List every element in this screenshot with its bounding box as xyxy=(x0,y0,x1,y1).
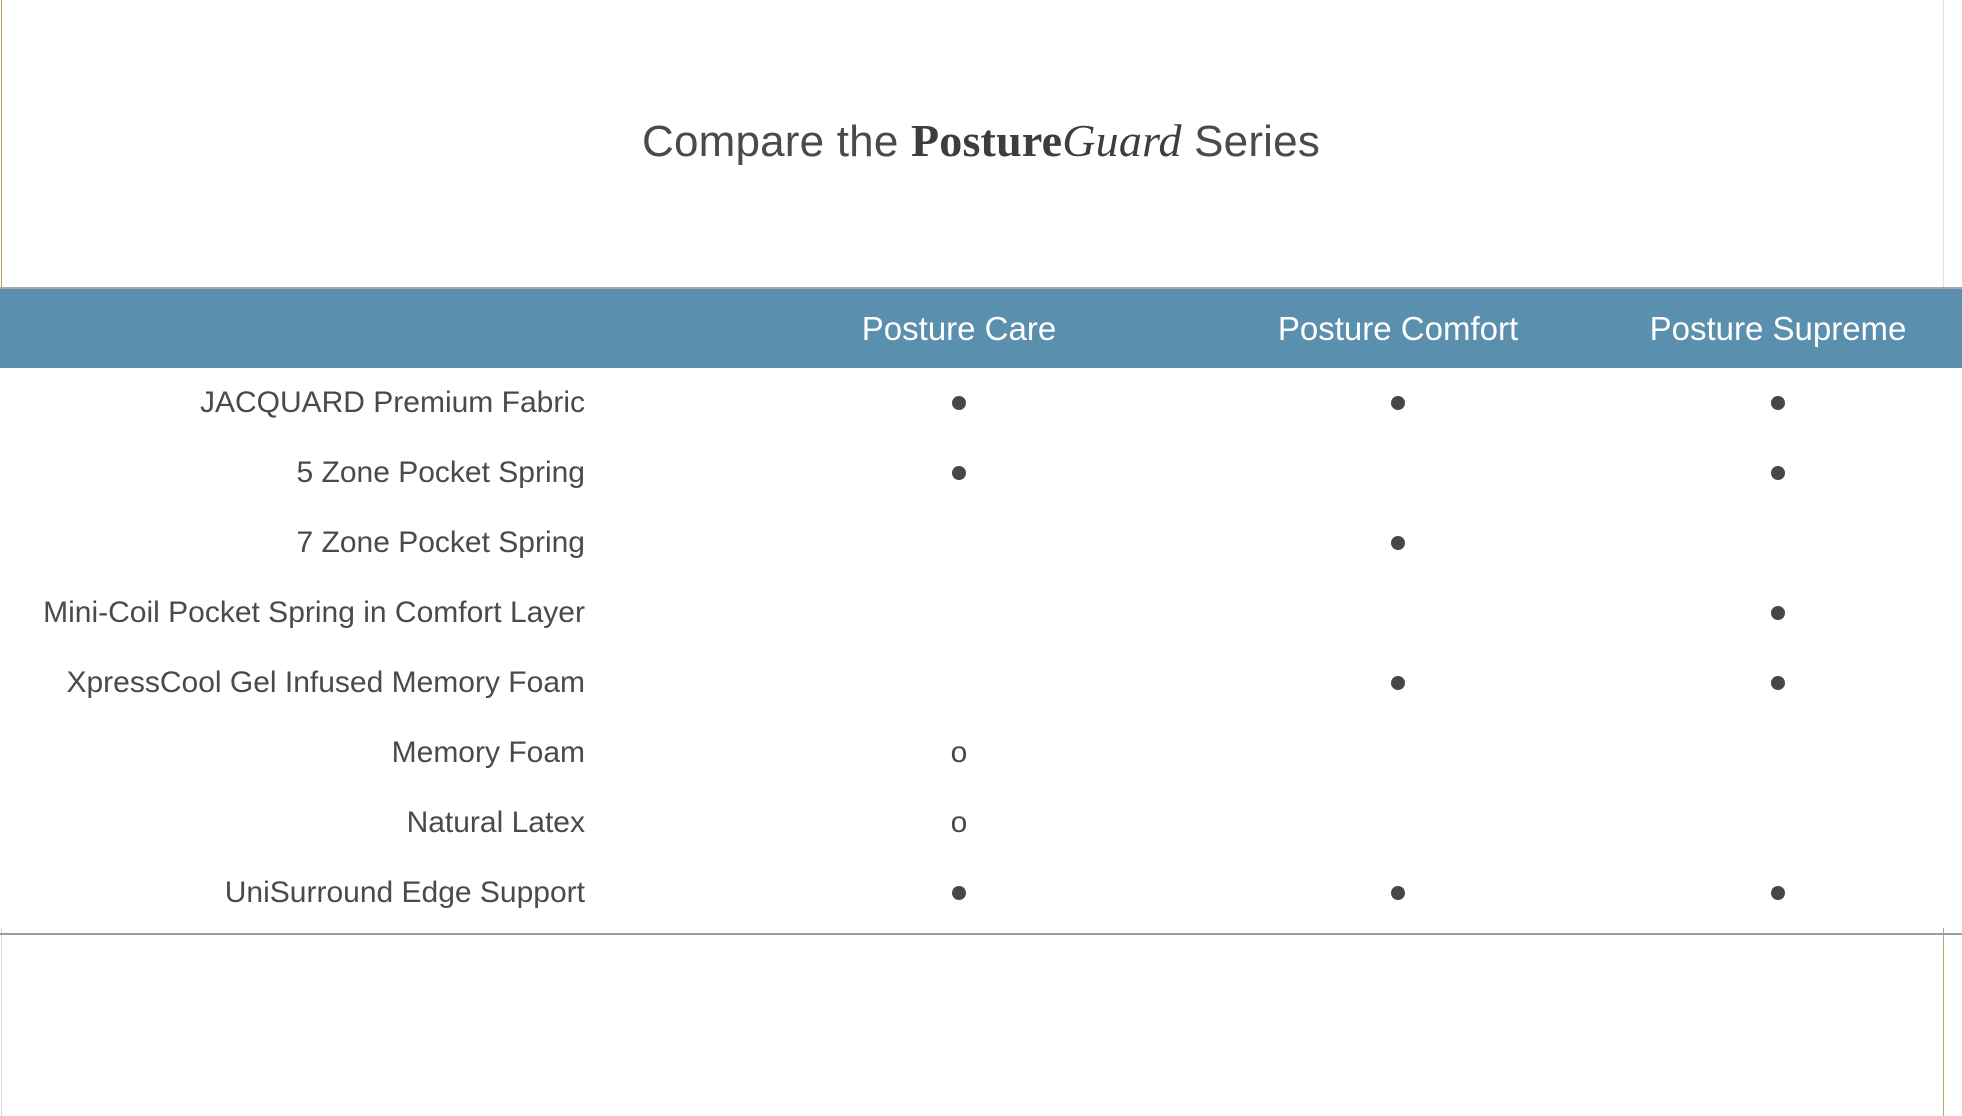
feature-not-available-cell xyxy=(1594,744,1962,762)
filled-dot-icon xyxy=(1771,465,1785,480)
table-row: Mini-Coil Pocket Spring in Comfort Layer xyxy=(0,578,1962,648)
page-edge-accent-right-bottom xyxy=(1943,931,1944,1116)
table-row: 7 Zone Pocket Spring xyxy=(0,508,1962,578)
feature-included-dot-icon xyxy=(716,885,1202,901)
filled-dot-icon xyxy=(1771,605,1785,620)
table-row: JACQUARD Premium Fabric xyxy=(0,368,1962,438)
feature-included-dot-icon xyxy=(1202,535,1594,551)
feature-included-dot-icon xyxy=(1202,395,1594,411)
comparison-table: Posture Care Posture Comfort Posture Sup… xyxy=(0,287,1962,935)
header-cell-posture-comfort[interactable]: Posture Comfort xyxy=(1277,310,1519,347)
feature-included-dot-icon xyxy=(1202,885,1594,901)
feature-included-dot-icon xyxy=(1594,885,1962,901)
table-row: 5 Zone Pocket Spring xyxy=(0,438,1962,508)
feature-not-available-cell xyxy=(716,674,1202,692)
feature-included-dot-icon xyxy=(716,465,1202,481)
feature-label: Natural Latex xyxy=(406,806,585,839)
hollow-circle-icon: o xyxy=(950,806,968,839)
table-row: Natural Latex o xyxy=(0,788,1962,858)
feature-not-available-cell xyxy=(716,534,1202,552)
header-cell-posture-supreme[interactable]: Posture Supreme xyxy=(1649,310,1907,347)
feature-label: XpressCool Gel Infused Memory Foam xyxy=(66,666,585,699)
table-row: UniSurround Edge Support xyxy=(0,858,1962,928)
feature-label: Memory Foam xyxy=(391,736,585,769)
table-row: XpressCool Gel Infused Memory Foam xyxy=(0,648,1962,718)
feature-not-available-cell xyxy=(1202,814,1594,832)
filled-dot-icon xyxy=(1391,535,1405,550)
feature-optional-circle-icon: o xyxy=(716,738,1202,768)
feature-label: Mini-Coil Pocket Spring in Comfort Layer xyxy=(43,596,585,629)
filled-dot-icon xyxy=(952,395,966,410)
feature-included-dot-icon xyxy=(1202,675,1594,691)
filled-dot-icon xyxy=(1391,885,1405,900)
filled-dot-icon xyxy=(952,885,966,900)
title-prefix-text: Compare the xyxy=(641,117,911,166)
feature-not-available-cell xyxy=(1202,464,1594,482)
feature-included-dot-icon xyxy=(1594,465,1962,481)
page-edge-left-bottom xyxy=(1,931,2,1116)
table-header-row: Posture Care Posture Comfort Posture Sup… xyxy=(0,289,1962,368)
feature-label: JACQUARD Premium Fabric xyxy=(199,386,585,419)
feature-not-available-cell xyxy=(716,604,1202,622)
filled-dot-icon xyxy=(952,465,966,480)
page-title: Compare the PostureGuard Series xyxy=(0,118,1962,164)
feature-optional-circle-icon: o xyxy=(716,808,1202,838)
hollow-circle-icon: o xyxy=(950,736,968,769)
feature-label: 7 Zone Pocket Spring xyxy=(296,526,585,559)
feature-not-available-cell xyxy=(1594,534,1962,552)
filled-dot-icon xyxy=(1391,675,1405,690)
feature-included-dot-icon xyxy=(1594,605,1962,621)
feature-included-dot-icon xyxy=(1594,675,1962,691)
filled-dot-icon xyxy=(1771,885,1785,900)
table-row: Memory Foam o xyxy=(0,718,1962,788)
table-body: JACQUARD Premium Fabric 5 Zone Pocket Spr… xyxy=(0,368,1962,928)
filled-dot-icon xyxy=(1771,675,1785,690)
table-bottom-rule xyxy=(0,933,1962,935)
filled-dot-icon xyxy=(1771,395,1785,410)
feature-label: UniSurround Edge Support xyxy=(224,876,585,909)
feature-included-dot-icon xyxy=(1594,395,1962,411)
feature-not-available-cell xyxy=(1202,604,1594,622)
brand-name-posture: Posture xyxy=(910,115,1063,166)
title-suffix-text: Series xyxy=(1181,117,1321,166)
brand-name-guard: Guard xyxy=(1062,115,1182,166)
feature-not-available-cell xyxy=(1202,744,1594,762)
table-top-rule xyxy=(0,287,1962,289)
feature-label: 5 Zone Pocket Spring xyxy=(296,456,585,489)
feature-included-dot-icon xyxy=(716,395,1202,411)
header-cell-posture-care[interactable]: Posture Care xyxy=(861,310,1057,347)
feature-not-available-cell xyxy=(1594,814,1962,832)
filled-dot-icon xyxy=(1391,395,1405,410)
